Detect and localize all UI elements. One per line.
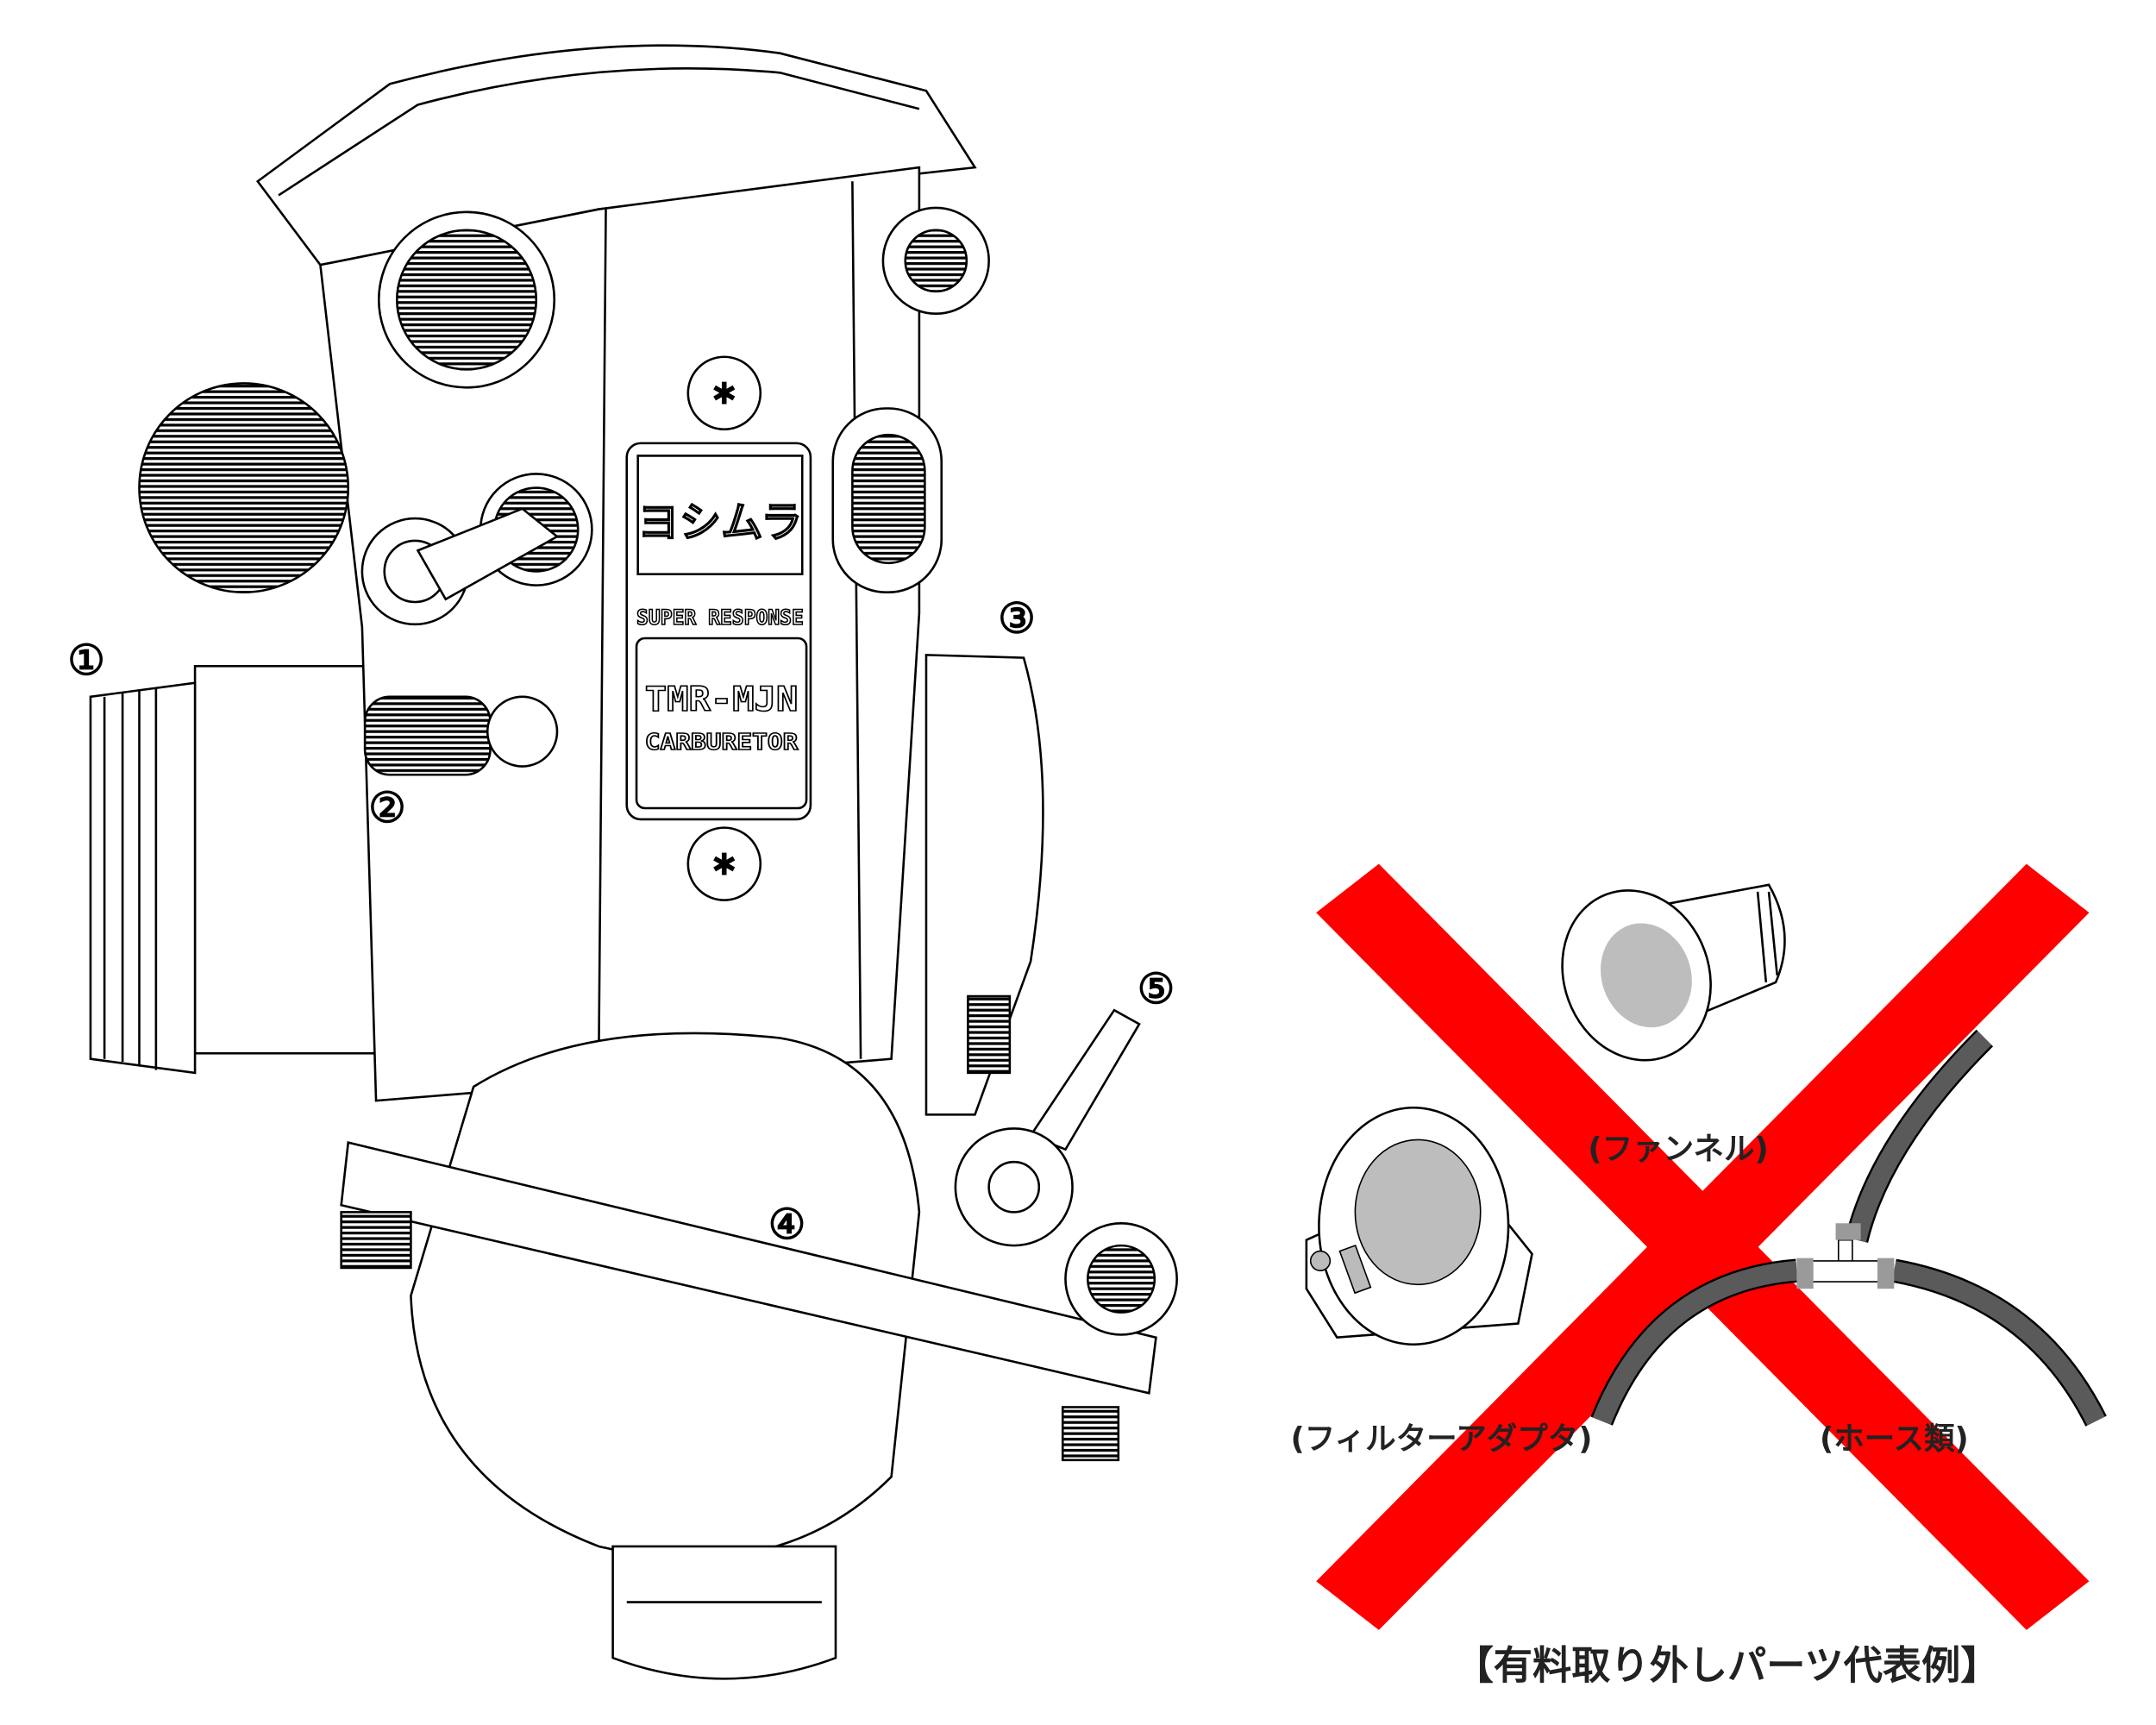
carburetor-illustration: ヨシムラ SUPER RESPONSE TMR-MJN CARBURETOR ✱… bbox=[89, 44, 1178, 1680]
top-port bbox=[395, 229, 538, 371]
overflow-nipple bbox=[1029, 1008, 1141, 1151]
vent-slot bbox=[851, 433, 926, 565]
callout-5: ⑤ bbox=[1138, 965, 1175, 1013]
cross-stroke-2 bbox=[1316, 863, 2090, 1630]
side-cover bbox=[924, 654, 1044, 1116]
svg-text:✱: ✱ bbox=[711, 848, 737, 882]
callout-3: ③ bbox=[998, 595, 1035, 643]
removal-parts-panel: (ファンネル) (フィルターアダプタ) (ホース類) 【有料取り外しパーツ代表例… bbox=[1291, 863, 2107, 1688]
prohibited-cross bbox=[1316, 863, 2090, 1630]
callout-1: ① bbox=[67, 637, 104, 685]
filter-adapter-label: (フィルターアダプタ) bbox=[1291, 1421, 1593, 1457]
funnel-label: (ファンネル) bbox=[1588, 1132, 1768, 1167]
pilot-screw bbox=[363, 695, 492, 776]
plate-type: CARBURETOR bbox=[645, 730, 799, 756]
svg-text:✱: ✱ bbox=[711, 377, 737, 411]
intake-funnel-mount bbox=[89, 664, 392, 1075]
float-bowl bbox=[410, 1032, 921, 1559]
plate-model: TMR-MJN bbox=[645, 681, 799, 719]
plate-subtitle: SUPER RESPONSE bbox=[636, 605, 804, 630]
callout-2: ② bbox=[368, 784, 405, 832]
funnel-illustration bbox=[1561, 883, 1786, 1062]
callout-4: ④ bbox=[768, 1201, 805, 1249]
hose-label: (ホース類) bbox=[1820, 1421, 1969, 1457]
removal-caption: 【有料取り外しパーツ代表例】 bbox=[1455, 1642, 2000, 1688]
hose-illustration bbox=[1590, 1029, 2107, 1427]
throttle-stop-knob bbox=[138, 382, 350, 593]
yoshimura-logo: ヨシムラ bbox=[637, 499, 802, 547]
bowl-strap bbox=[340, 1141, 1157, 1395]
main-body bbox=[319, 166, 921, 1102]
filter-adapter-illustration bbox=[1305, 1106, 1533, 1346]
